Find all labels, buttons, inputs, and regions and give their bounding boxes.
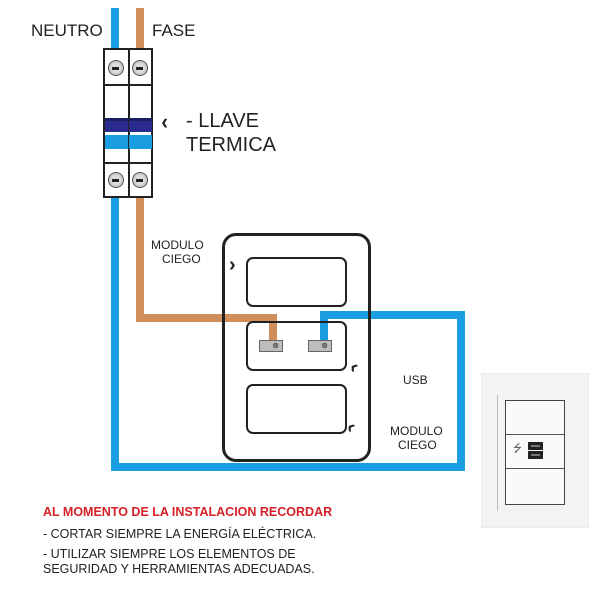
neutral-terminal: ⊗ [308, 340, 332, 352]
breaker-pole-neutral [105, 50, 130, 196]
warning-item-2-line1: - UTILIZAR SIEMPRE LOS ELEMENTOS DE [43, 547, 296, 561]
blind-module-top-label: MODULO CIEGO [151, 238, 204, 266]
neutral-wire-bottom [111, 463, 465, 471]
usb-module [246, 321, 347, 371]
arrow-icon: ‹ [161, 109, 168, 134]
neutral-wire-top [320, 311, 465, 319]
wall-plate [222, 233, 371, 462]
divider [129, 162, 152, 164]
usb-symbol-icon: ⭍ [513, 443, 523, 455]
breaker-band [105, 135, 128, 149]
neutral-label: NEUTRO [31, 21, 103, 40]
phase-wire-horizontal [136, 314, 277, 322]
breaker-lever[interactable] [105, 118, 128, 132]
breaker-lever[interactable] [129, 118, 152, 132]
plate-rail [497, 395, 498, 511]
breaker-band [129, 135, 152, 149]
breaker-label-line2: TERMICA [186, 134, 276, 156]
divider [129, 84, 152, 86]
divider [506, 468, 564, 469]
phase-label: FASE [152, 21, 196, 40]
usb-label: USB [403, 373, 428, 387]
breaker-label-line1: - LLAVE [186, 110, 259, 132]
warning-title: AL MOMENTO DE LA INSTALACION RECORDAR [43, 505, 333, 519]
warning-item-2-line2: SEGURIDAD Y HERRAMIENTAS ADECUADAS. [43, 562, 315, 576]
divider [105, 162, 128, 164]
arrow-icon: ‹ [229, 255, 236, 277]
label-line: MODULO [390, 424, 443, 438]
blind-module-bottom-label: MODULO CIEGO [390, 424, 443, 452]
neutral-wire-drop [320, 311, 328, 341]
screw-icon [132, 60, 148, 76]
phase-terminal: ⊗ [259, 340, 283, 352]
product-photo: ⭍ [481, 373, 589, 528]
circuit-breaker [103, 48, 153, 198]
phase-wire-drop [269, 314, 277, 341]
usb-port [528, 451, 543, 459]
screw-icon [132, 172, 148, 188]
neutral-wire-left [111, 197, 119, 471]
phase-wire-in [136, 8, 144, 49]
neutral-wire-right [457, 311, 465, 471]
blind-module-top [246, 257, 347, 307]
usb-port [528, 442, 543, 450]
phase-wire-down [136, 197, 144, 322]
divider [506, 434, 564, 435]
label-line: CIEGO [162, 252, 201, 266]
divider [105, 84, 128, 86]
neutral-wire-in [111, 8, 119, 49]
warning-item-1: - CORTAR SIEMPRE LA ENERGÍA ELÉCTRICA. [43, 527, 317, 541]
photo-module-frame: ⭍ [505, 400, 565, 505]
label-line: CIEGO [398, 438, 437, 452]
screw-icon [108, 60, 124, 76]
label-line: MODULO [151, 238, 204, 252]
screw-icon [108, 172, 124, 188]
breaker-pole-phase [129, 50, 152, 196]
blind-module-bottom [246, 384, 347, 434]
